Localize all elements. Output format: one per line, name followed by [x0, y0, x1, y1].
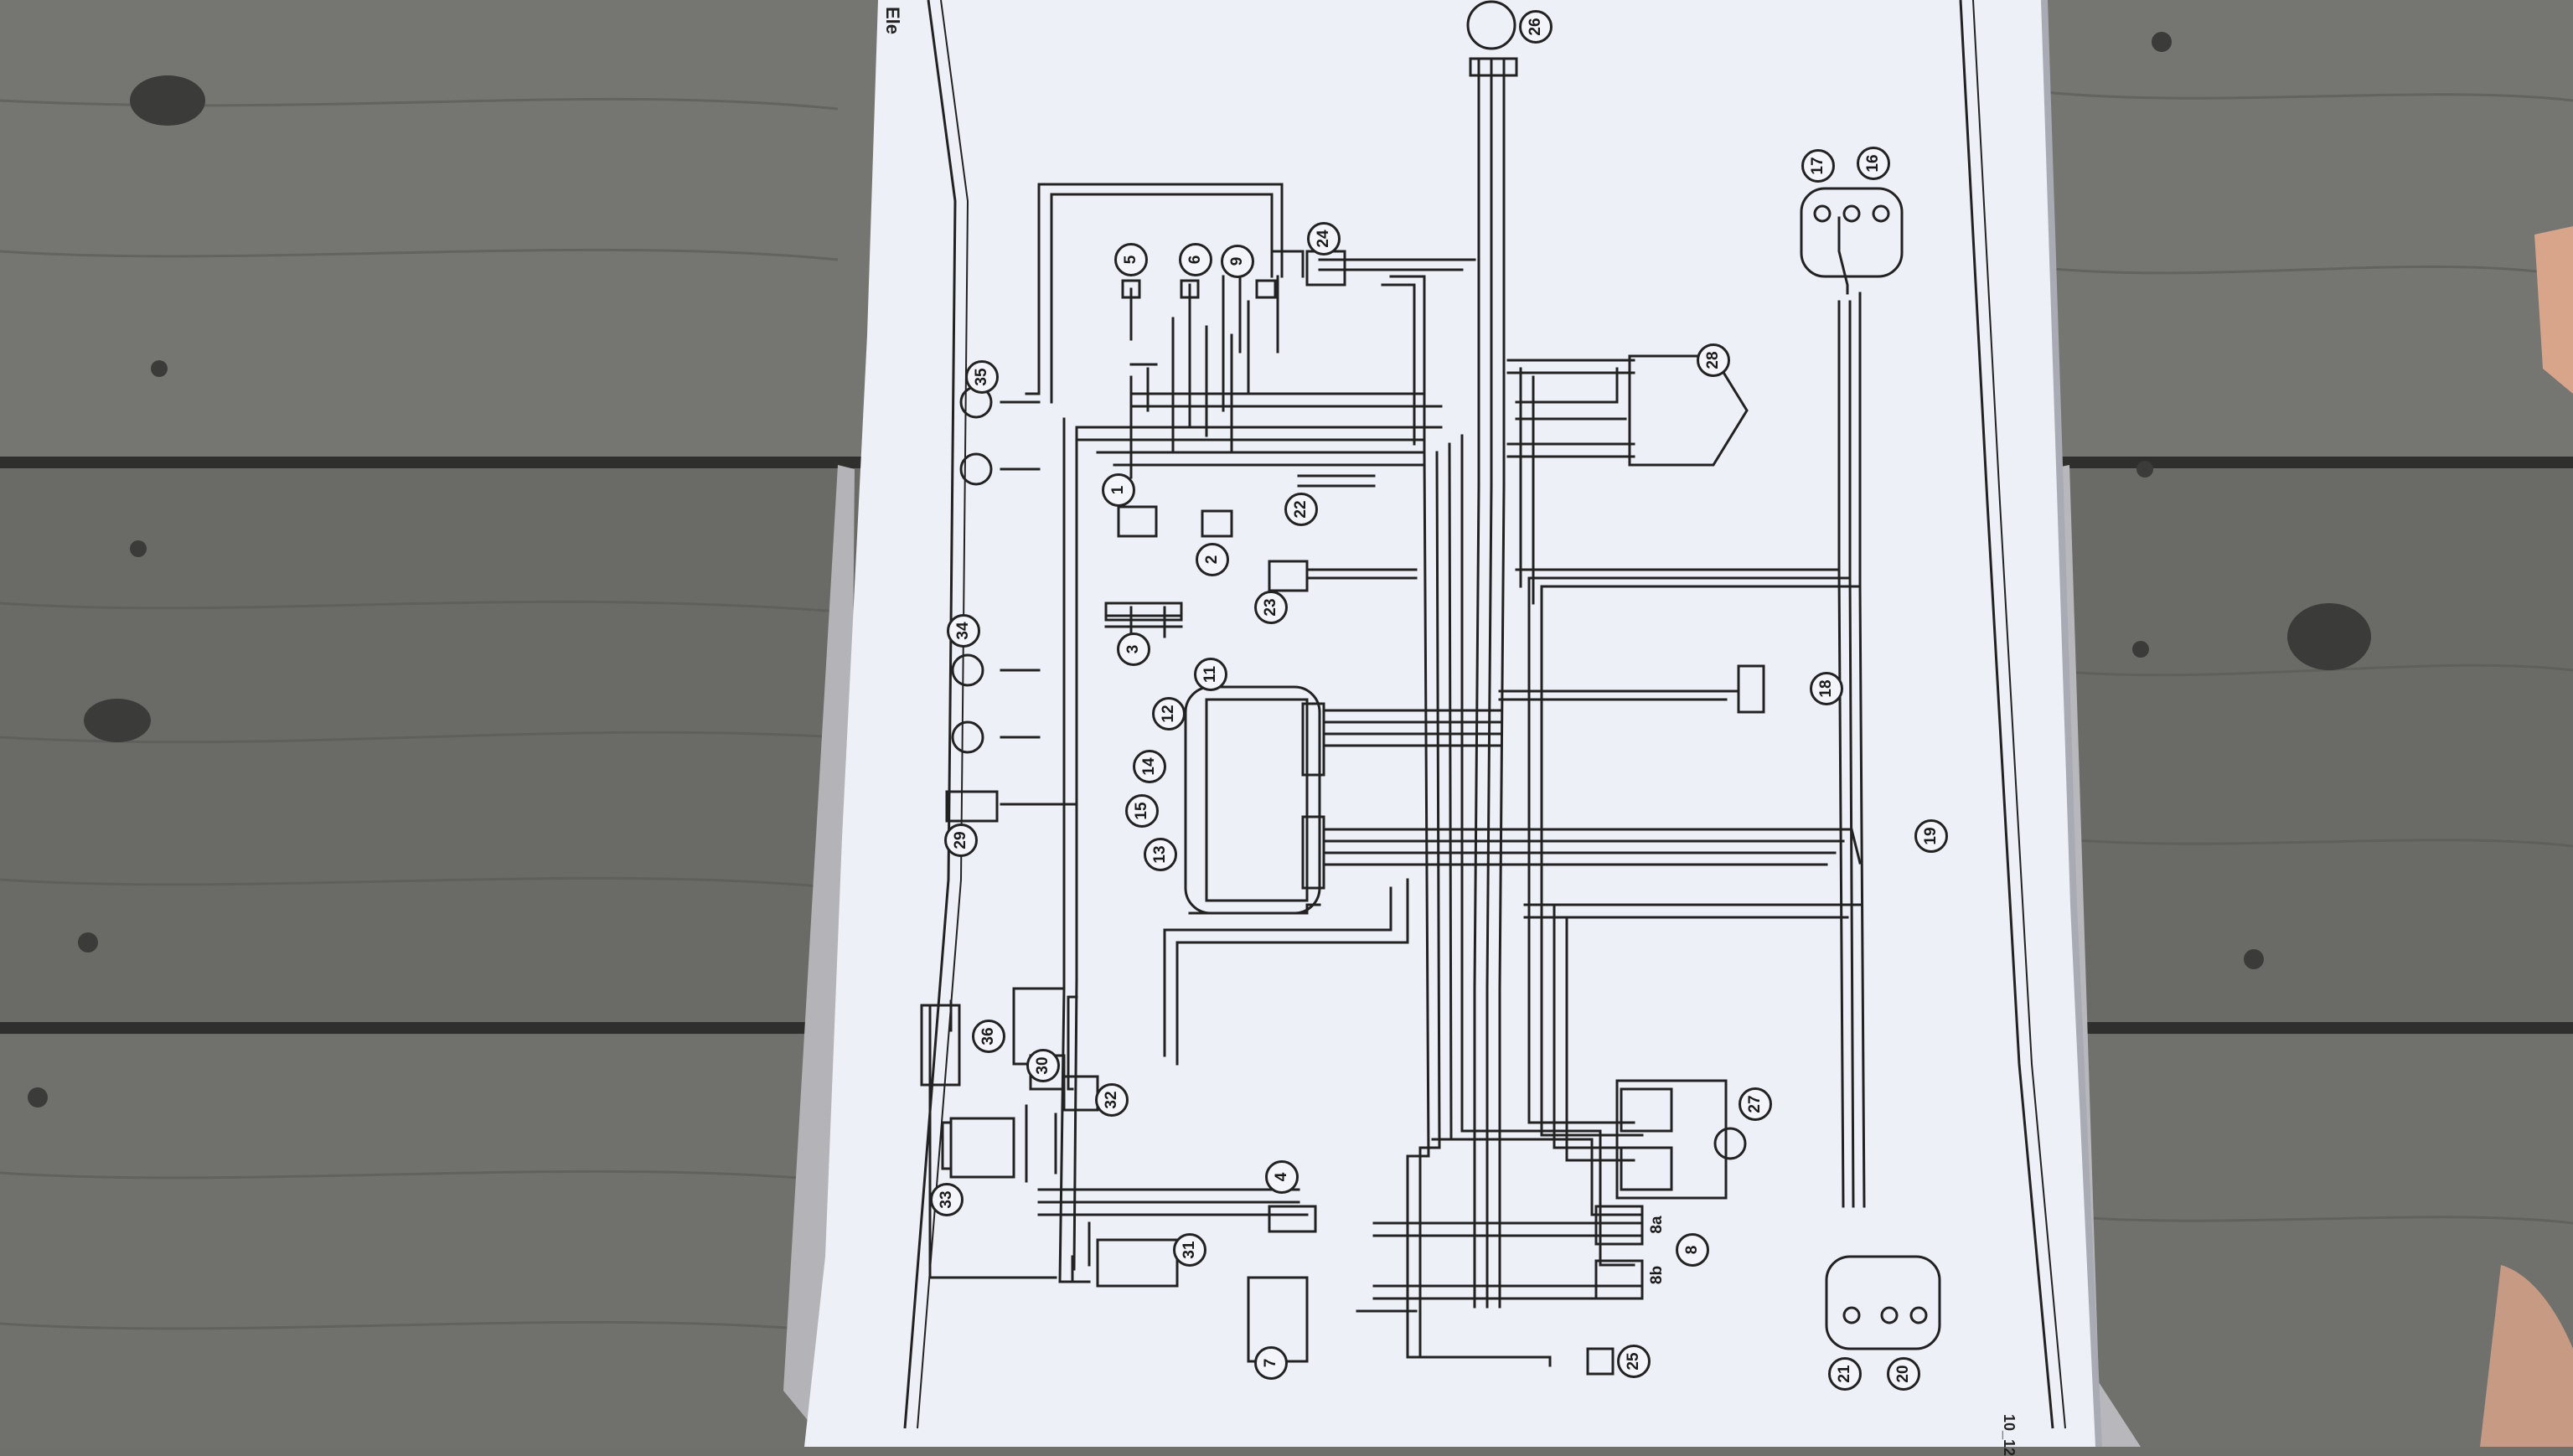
wood-knot [2287, 603, 2371, 670]
callout-2: 2 [1196, 543, 1229, 576]
callout-26: 26 [1519, 10, 1553, 44]
sensor-18 [1737, 664, 1765, 714]
callout-4: 4 [1265, 1160, 1299, 1194]
callout-23: 23 [1254, 591, 1288, 624]
component-29 [945, 790, 999, 823]
component-3 [1104, 602, 1183, 622]
callout-30: 30 [1026, 1049, 1060, 1082]
callout-8: 8 [1676, 1233, 1709, 1267]
callout-27: 27 [1739, 1087, 1772, 1121]
callout-8b: 8b [1648, 1265, 1666, 1285]
dashboard-11-15 [1184, 685, 1321, 915]
horn-26 [1466, 0, 1516, 50]
switch-4 [1268, 1205, 1317, 1233]
callout-17: 17 [1801, 149, 1835, 183]
booklet-back-page [2049, 465, 2141, 1447]
callout-13: 13 [1144, 838, 1177, 871]
relay-8a [1594, 1205, 1644, 1246]
wood-knot [130, 75, 205, 126]
callout-6: 6 [1179, 243, 1212, 276]
callout-9: 9 [1221, 245, 1254, 278]
battery-36 [920, 1004, 961, 1087]
relay-8b [1594, 1259, 1644, 1300]
hand-edge [2480, 1265, 2573, 1447]
component-2 [1201, 509, 1233, 538]
callout-24: 24 [1307, 222, 1341, 256]
callout-5: 5 [1114, 243, 1148, 276]
starter-31 [1096, 1238, 1179, 1288]
callout-1: 1 [1102, 473, 1135, 507]
hand-edge [2534, 226, 2573, 394]
component-1 [1117, 505, 1158, 538]
switch-25 [1586, 1347, 1615, 1376]
callout-16: 16 [1857, 147, 1890, 180]
callout-35: 35 [965, 360, 999, 394]
callout-19: 19 [1914, 819, 1948, 853]
callout-22: 22 [1284, 493, 1318, 526]
rear-light-20-21 [1825, 1255, 1941, 1350]
callout-14: 14 [1133, 750, 1166, 783]
callout-32: 32 [1095, 1083, 1129, 1117]
component-23 [1268, 560, 1309, 592]
wood-knot [84, 699, 151, 742]
callout-7: 7 [1254, 1346, 1288, 1380]
page-number-text: 10_12 [2001, 1414, 2018, 1456]
callout-20: 20 [1887, 1357, 1920, 1391]
ignition-block-27 [1615, 1079, 1728, 1200]
page-header-text: Ele [882, 7, 903, 35]
callout-3: 3 [1117, 632, 1150, 666]
callout-34: 34 [947, 614, 980, 648]
callout-8a: 8a [1648, 1216, 1666, 1234]
callout-21: 21 [1828, 1357, 1862, 1391]
callout-29: 29 [944, 824, 978, 857]
callout-33: 33 [930, 1183, 964, 1216]
callout-25: 25 [1617, 1345, 1651, 1378]
callout-28: 28 [1697, 343, 1730, 377]
callout-18: 18 [1810, 672, 1843, 705]
callout-15: 15 [1125, 794, 1159, 828]
wiring-diagram [928, 57, 1866, 1367]
callout-11: 11 [1194, 658, 1227, 691]
callout-12: 12 [1152, 697, 1186, 731]
callout-31: 31 [1173, 1233, 1206, 1267]
headlight-16-17 [1800, 187, 1904, 278]
callout-36: 36 [972, 1020, 1005, 1053]
